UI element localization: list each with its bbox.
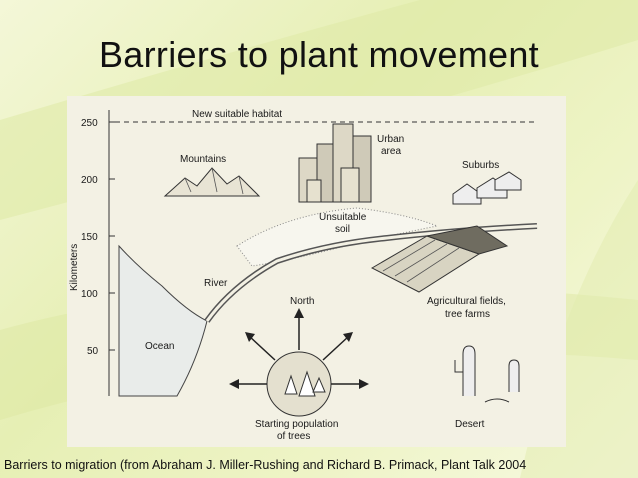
suburbs-drawing	[452, 171, 522, 205]
ocean-label: Ocean	[145, 341, 174, 352]
mountains-drawing	[163, 167, 261, 197]
desert-drawing	[454, 345, 520, 403]
y-axis-label: Kilometers	[69, 244, 80, 291]
y-tick-200: 200	[81, 175, 98, 186]
agricultural-fields-drawing	[370, 225, 509, 293]
agri-label-1: Agricultural fields,	[427, 296, 506, 307]
agri-label-2: tree farms	[445, 309, 490, 320]
start-label-2: of trees	[277, 431, 310, 442]
y-tick-50: 50	[87, 346, 99, 357]
urban-label-2: area	[381, 146, 401, 157]
desert-label: Desert	[455, 419, 485, 430]
start-label-1: Starting population	[255, 419, 338, 430]
suburbs-label: Suburbs	[462, 160, 499, 171]
new-habitat-label: New suitable habitat	[192, 109, 282, 120]
river-label: River	[204, 278, 228, 289]
north-label: North	[290, 296, 314, 307]
unsuitable-label-1: Unsuitable	[319, 212, 367, 223]
urban-area-drawing	[298, 123, 372, 203]
mountains-label: Mountains	[180, 154, 226, 165]
y-tick-150: 150	[81, 232, 98, 243]
figure-caption: Barriers to migration (from Abraham J. M…	[4, 458, 527, 472]
migration-diagram: 250 200 150 100 50 Kilometers New suitab…	[67, 96, 566, 447]
ocean-area	[118, 244, 208, 397]
unsuitable-soil-area	[236, 207, 439, 267]
unsuitable-label-2: soil	[335, 224, 350, 235]
slide-title: Barriers to plant movement	[99, 34, 539, 75]
y-axis: 250 200 150 100 50 Kilometers	[69, 110, 115, 396]
urban-label-1: Urban	[377, 134, 404, 145]
y-tick-250: 250	[81, 118, 98, 129]
y-tick-100: 100	[81, 289, 98, 300]
starting-population-drawing	[229, 308, 369, 417]
